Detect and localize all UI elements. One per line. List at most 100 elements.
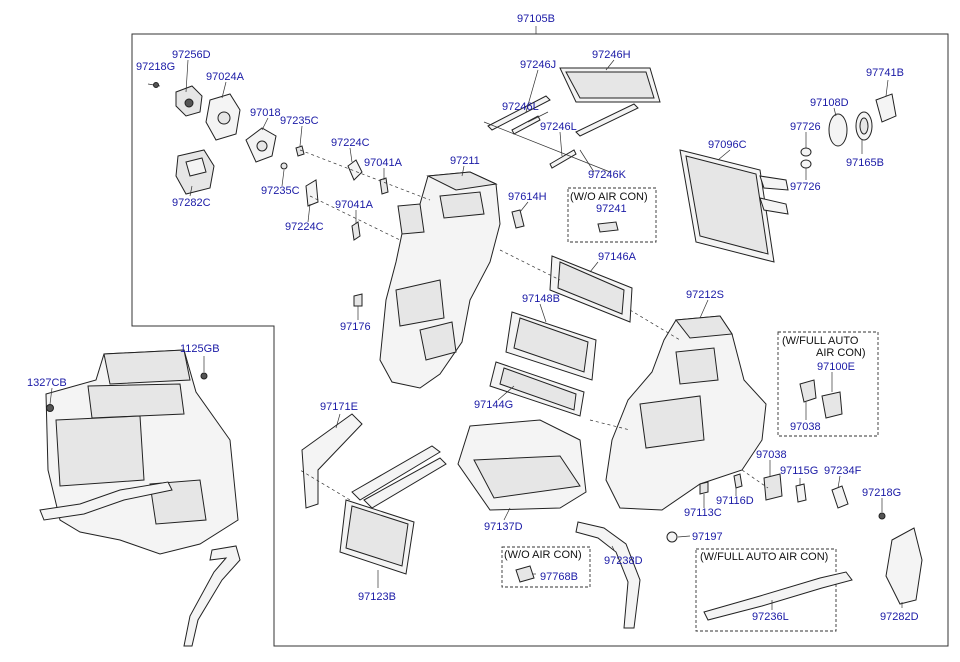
label-97038-a: 97038 <box>790 421 821 433</box>
label-97100E: 97100E <box>817 361 855 373</box>
label-97105B: 97105B <box>517 13 555 25</box>
label-97241: 97241 <box>596 203 627 215</box>
note-wo-aircon-top: (W/O AIR CON) <box>570 191 648 203</box>
label-97224C-b: 97224C <box>285 221 324 233</box>
part-97238D-drain-hose <box>575 521 641 629</box>
label-97038-b: 97038 <box>756 449 787 461</box>
label-97236L: 97236L <box>752 611 789 623</box>
part-97218G-screw-bottom <box>878 512 886 520</box>
label-97148B: 97148B <box>522 293 560 305</box>
part-97146A-door <box>549 255 633 323</box>
label-97137D: 97137D <box>484 521 523 533</box>
label-97212S: 97212S <box>686 289 724 301</box>
note-full-auto-bottom: (W/FULL AUTO AIR CON) <box>700 551 828 563</box>
label-97741B: 97741B <box>866 67 904 79</box>
part-97241 <box>597 221 619 233</box>
part-97246K-rod <box>575 103 639 137</box>
part-97614H <box>511 209 525 229</box>
part-97282D-duct <box>885 527 923 605</box>
part-1125GB-screw <box>200 372 208 380</box>
part-97041A-top <box>379 177 389 195</box>
part-97144G-grille <box>489 361 585 417</box>
note-full-auto-line2: AIR CON) <box>816 347 866 359</box>
part-97246H-filter-frame <box>559 67 661 103</box>
label-1327CB: 1327CB <box>27 377 67 389</box>
part-97246L-rods <box>511 115 577 169</box>
label-97218G-b: 97218G <box>862 487 901 499</box>
label-97096C: 97096C <box>708 139 747 151</box>
assembly-frame <box>131 33 949 647</box>
label-97165B: 97165B <box>846 157 884 169</box>
label-97246L-b: 97246L <box>540 121 577 133</box>
part-heater-unit-assembled <box>39 349 241 647</box>
label-97282D: 97282D <box>880 611 919 623</box>
label-97113C: 97113C <box>684 507 722 519</box>
part-97224C-top <box>347 159 363 181</box>
part-97224C-bottom <box>305 179 319 207</box>
label-97041A: 97041A <box>364 157 403 169</box>
label-97726-a: 97726 <box>790 121 821 133</box>
label-97614H: 97614H <box>508 191 547 203</box>
label-97256D: 97256D <box>172 49 211 61</box>
part-1327CB-nut <box>46 404 54 412</box>
part-97113C <box>699 481 709 495</box>
option-box-wo-aircon-top <box>567 187 657 243</box>
note-wo-aircon-bottom: (W/O AIR CON) <box>504 549 582 561</box>
option-notes: (W/O AIR CON) (W/FULL AUTO AIR CON) (W/O… <box>504 191 866 563</box>
part-97137D-drain-tray <box>457 419 587 511</box>
part-97256D <box>175 85 203 117</box>
label-1125GB: 1125GB <box>180 343 220 355</box>
option-box-wo-aircon-bottom <box>501 546 591 588</box>
part-97211-upper-case <box>379 171 501 389</box>
part-97041A-bottom <box>351 221 361 241</box>
label-97218G: 97218G <box>136 61 175 73</box>
part-97024A <box>205 93 241 141</box>
part-labels: 97105B 97256D 97218G 97024A 97018 97235C… <box>27 13 919 623</box>
part-97018 <box>245 127 277 163</box>
part-97096C-evaporator <box>679 149 789 263</box>
option-box-full-auto-bottom <box>695 548 837 632</box>
part-97038-sensor-right <box>799 379 817 403</box>
label-97235C: 97235C <box>280 115 319 127</box>
part-97100E <box>821 391 843 419</box>
part-97165B <box>855 111 873 141</box>
part-97148B-filter <box>505 311 597 381</box>
part-97115G <box>795 483 807 503</box>
label-97282C: 97282C <box>172 197 211 209</box>
label-97123B: 97123B <box>358 591 396 603</box>
part-97197 <box>666 531 678 543</box>
label-97235C-b: 97235C <box>261 185 300 197</box>
part-97236L-aspirator-hose <box>703 571 853 621</box>
label-97726-b: 97726 <box>790 181 821 193</box>
label-97246H: 97246H <box>592 49 631 61</box>
assembly-dash-lines <box>299 149 769 501</box>
note-full-auto-line1: (W/FULL AUTO <box>782 335 859 347</box>
label-97246J: 97246J <box>520 59 556 71</box>
part-97116D <box>733 473 743 489</box>
part-97123B-heater-core <box>339 445 447 575</box>
label-97018: 97018 <box>250 107 281 119</box>
part-97246J-rod <box>487 95 551 131</box>
label-97246K: 97246K <box>588 169 627 181</box>
part-97726-orings <box>800 147 812 169</box>
label-97146A: 97146A <box>598 251 637 263</box>
label-97041A-b: 97041A <box>335 199 374 211</box>
part-97235C-top <box>295 145 305 157</box>
part-97741B <box>875 93 897 123</box>
label-97115G: 97115G <box>780 465 818 477</box>
label-97768B: 97768B <box>540 571 578 583</box>
label-97197: 97197 <box>692 531 723 543</box>
label-97171E: 97171E <box>320 401 358 413</box>
label-97234F: 97234F <box>824 465 862 477</box>
option-box-full-auto-right <box>777 331 879 437</box>
label-97108D: 97108D <box>810 97 849 109</box>
part-97282C <box>175 149 215 195</box>
label-97246L-a: 97246L <box>502 101 539 113</box>
part-97234F <box>831 485 849 509</box>
label-97144G: 97144G <box>474 399 513 411</box>
part-97038-actuator <box>763 473 783 501</box>
label-97176: 97176 <box>340 321 371 333</box>
label-97211: 97211 <box>450 155 480 167</box>
